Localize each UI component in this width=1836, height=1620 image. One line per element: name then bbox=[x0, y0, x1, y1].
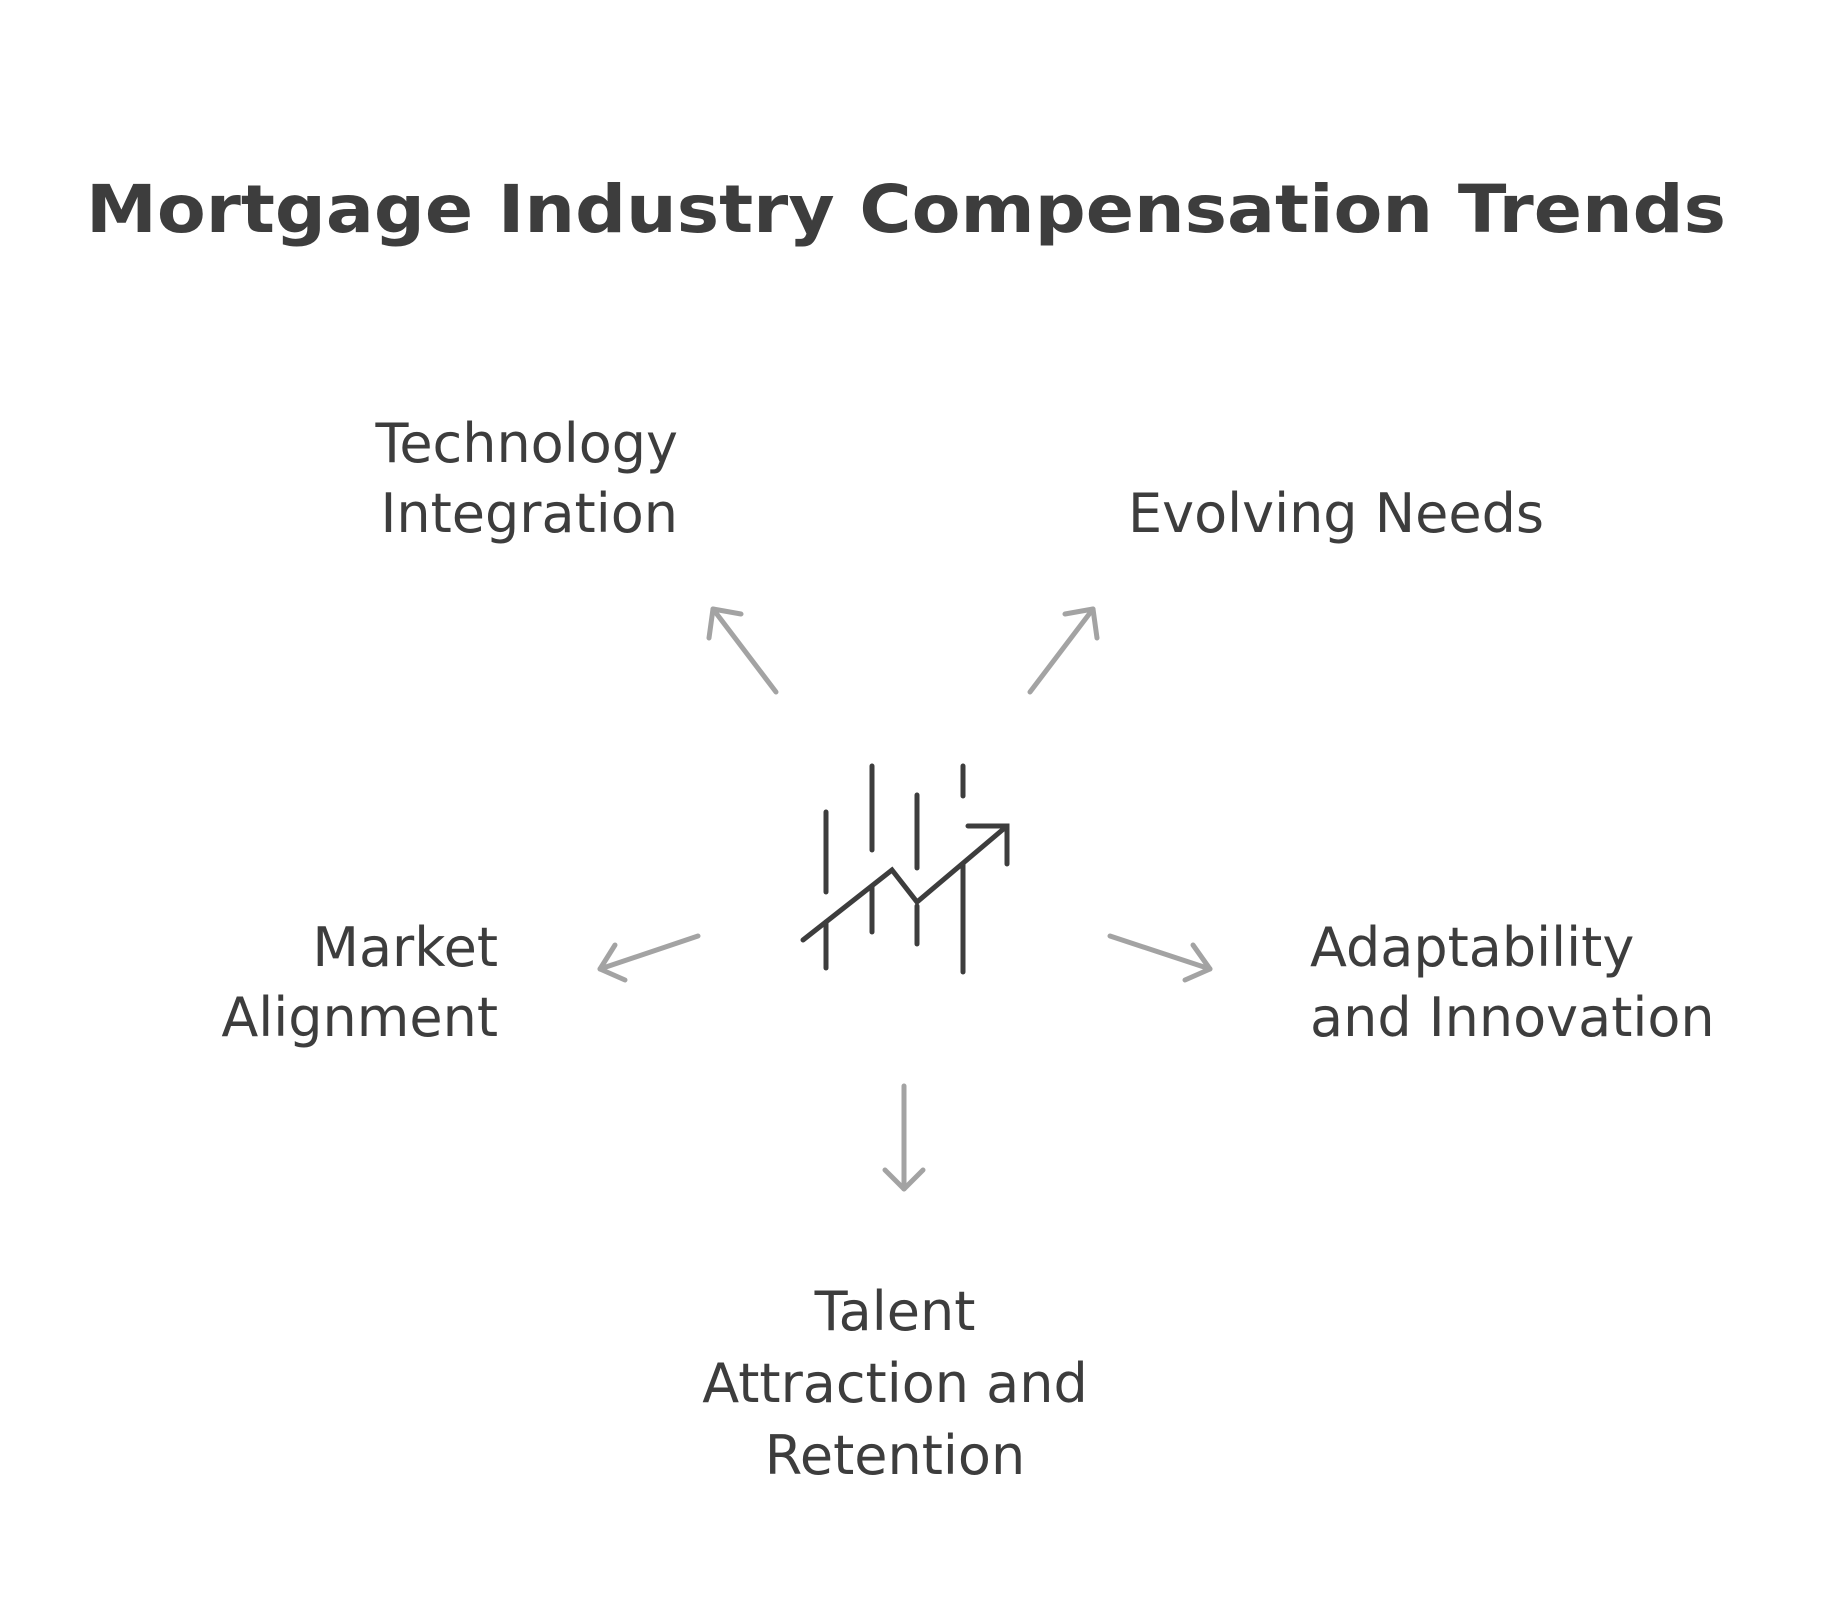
node-evolving-needs: Evolving Needs bbox=[1128, 482, 1544, 545]
node-label-line: Integration bbox=[380, 482, 678, 545]
node-technology-integration: Technology Integration bbox=[375, 412, 678, 545]
trend-arrowhead bbox=[965, 823, 1010, 867]
node-label-line: Retention bbox=[765, 1424, 1025, 1487]
arrow-to-technology-integration bbox=[706, 606, 779, 695]
node-talent-attraction-retention: Talent Attraction and Retention bbox=[702, 1280, 1088, 1487]
node-label-line: Attraction and bbox=[702, 1352, 1088, 1415]
arrow-to-evolving-needs bbox=[1027, 606, 1100, 695]
node-adaptability-innovation: Adaptability and Innovation bbox=[1310, 916, 1715, 1049]
node-market-alignment: Market Alignment bbox=[221, 916, 498, 1049]
page-title: Mortgage Industry Compensation Trends bbox=[86, 171, 1726, 248]
node-label-line: Market bbox=[312, 916, 498, 979]
node-label-line: Alignment bbox=[221, 986, 498, 1049]
node-label-line: Talent bbox=[814, 1280, 976, 1343]
arrow-to-market-alignment bbox=[597, 933, 701, 983]
node-label-line: Evolving Needs bbox=[1128, 482, 1544, 545]
trend-line bbox=[800, 823, 1010, 943]
node-label-line: Technology bbox=[375, 412, 678, 475]
growth-chart-icon bbox=[800, 763, 1010, 975]
node-label-line: Adaptability bbox=[1310, 916, 1634, 979]
arrow-to-talent-attraction-retention bbox=[882, 1083, 926, 1192]
arrow-to-adaptability-innovation bbox=[1107, 933, 1213, 983]
node-label-line: and Innovation bbox=[1310, 986, 1715, 1049]
